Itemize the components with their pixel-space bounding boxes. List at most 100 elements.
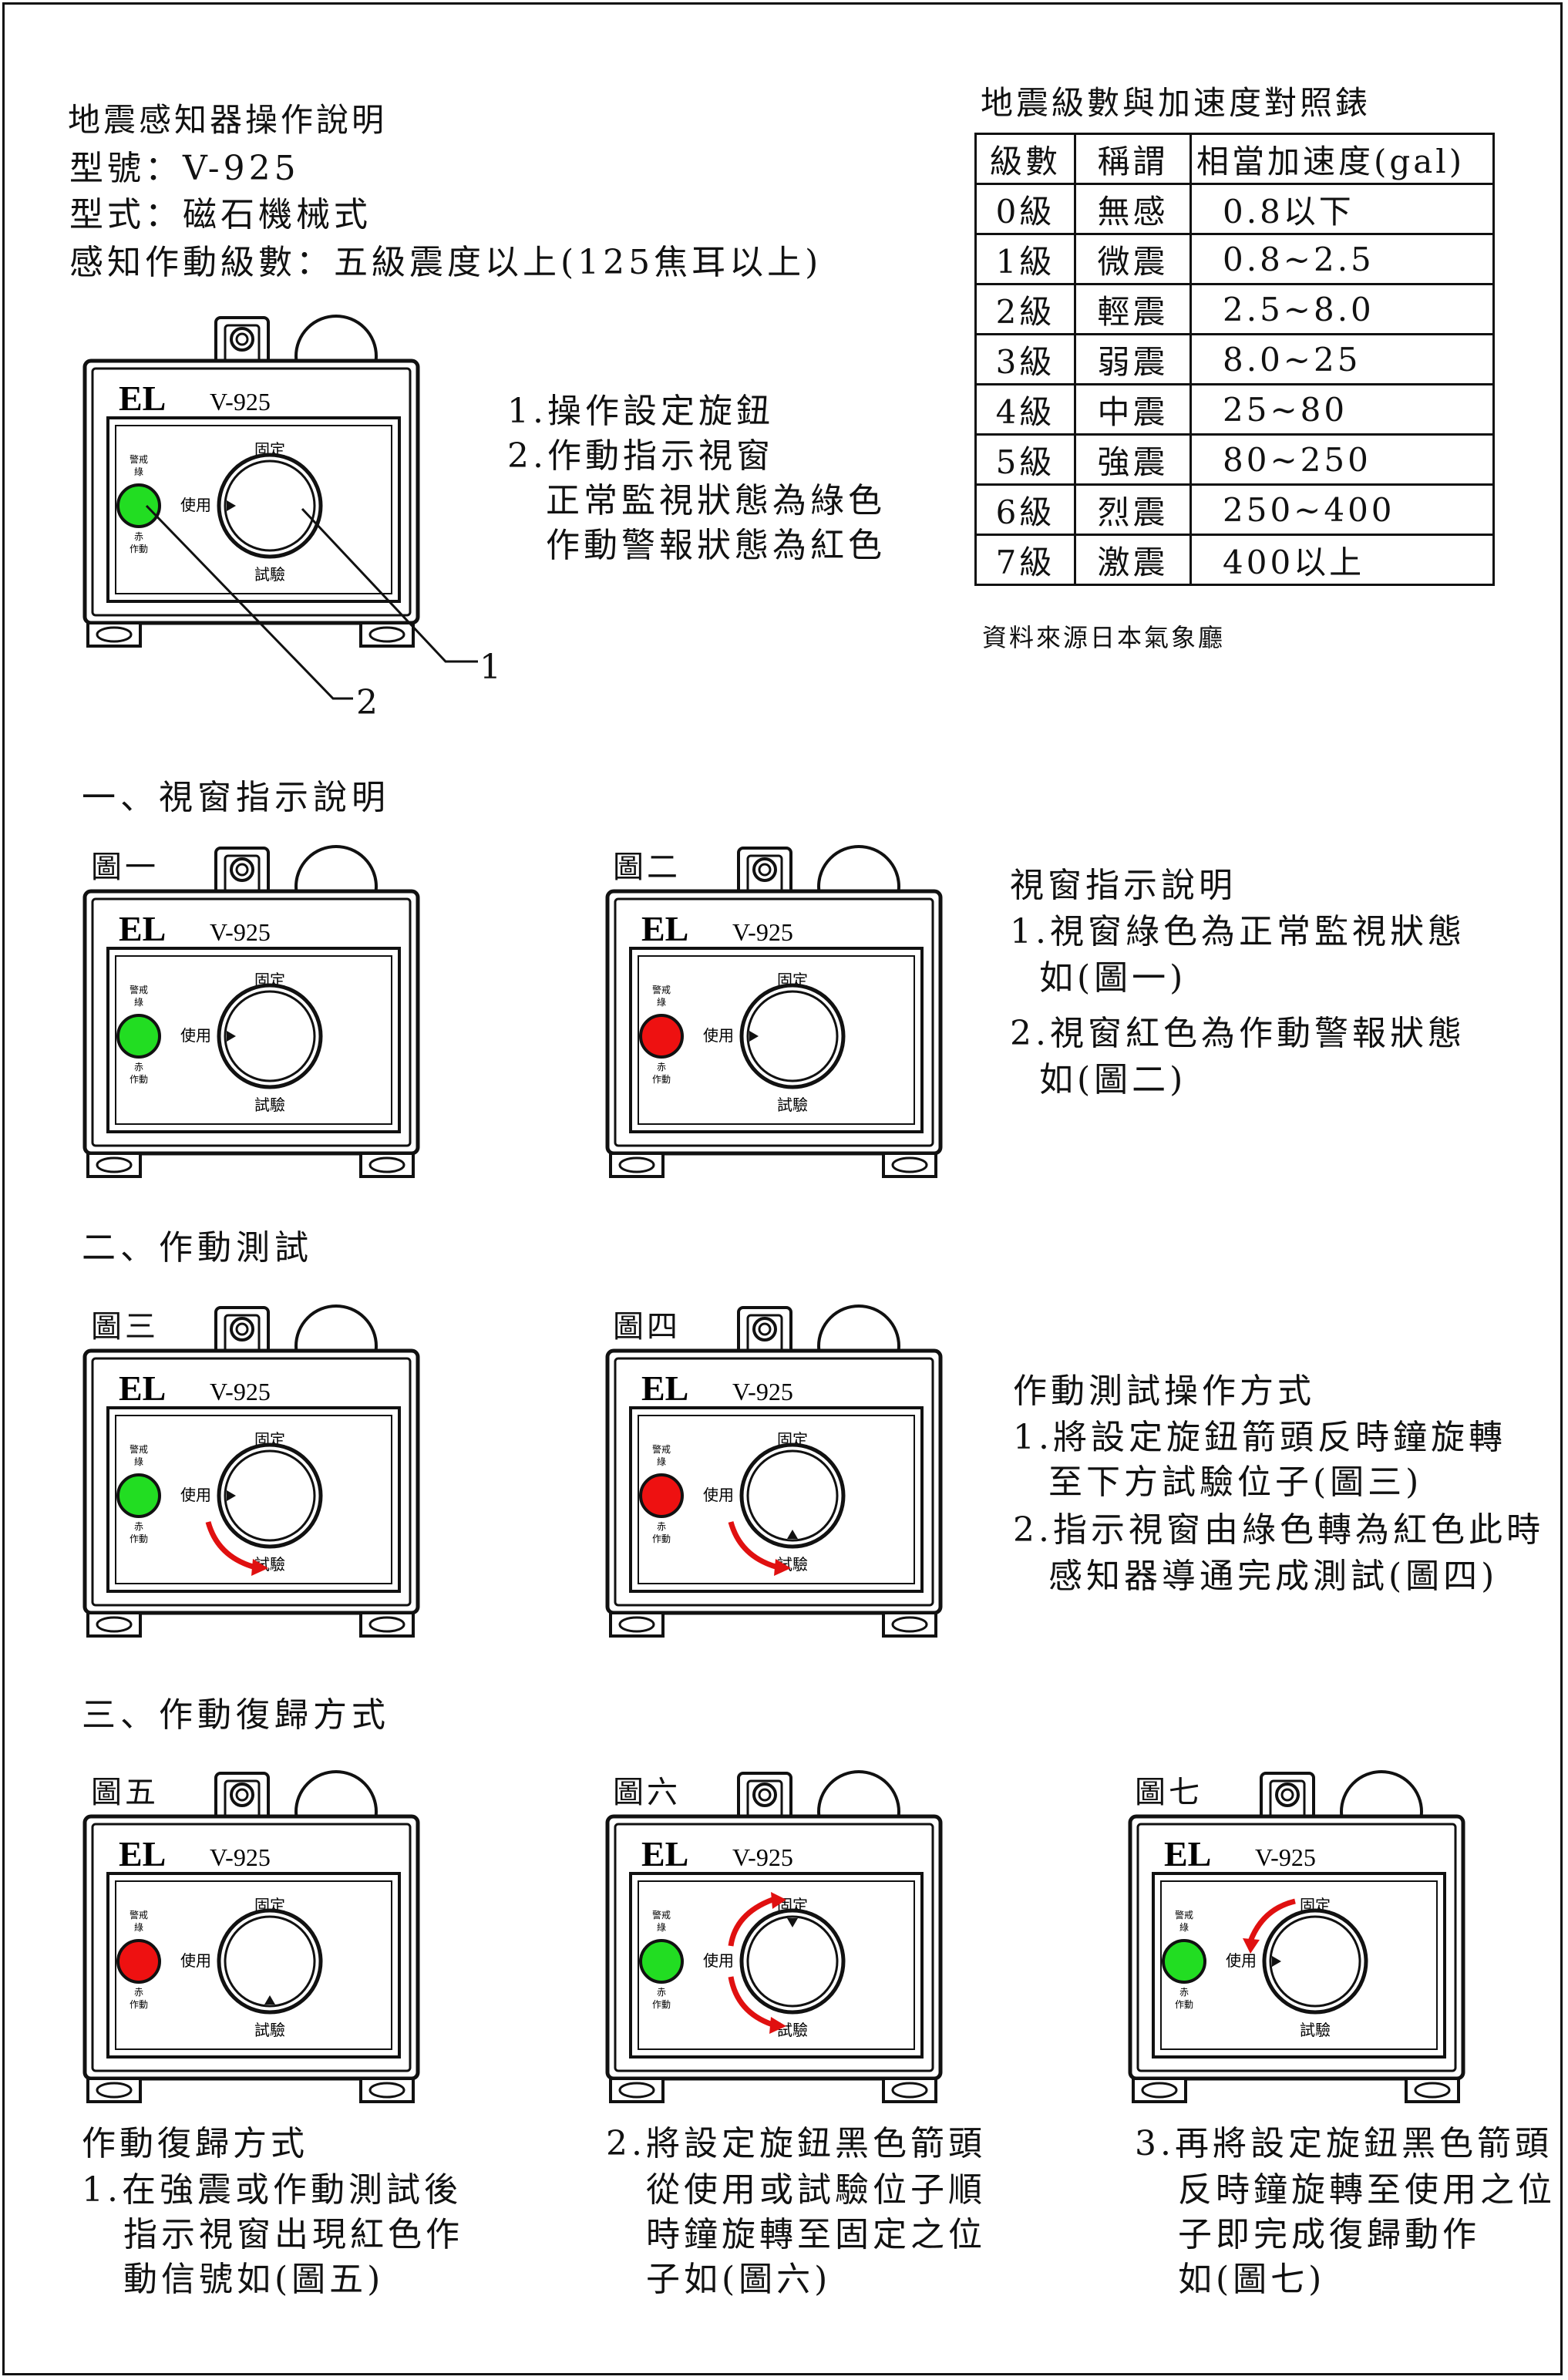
sec3-desc6-3: 時鐘旋轉至固定之位 (646, 2215, 986, 2254)
dial-label-test: 試驗 (777, 1096, 808, 1114)
dial-label-use: 使用 (1226, 1951, 1257, 1970)
part-2-label: 2.作動指示視窗 (507, 436, 774, 476)
foot-right-hole-icon (891, 1156, 928, 1173)
indicator-top-label-2: 綠 (134, 997, 143, 1008)
indicator-window (1162, 1939, 1206, 1984)
indicator-bottom-label: 赤 (657, 1062, 666, 1072)
sec3-desc5-1: 1.在強震或作動測試後 (82, 2170, 462, 2210)
indicator-bottom-label-2: 作動 (130, 1999, 148, 2010)
indicator-top-label-2: 綠 (134, 1922, 143, 1933)
sec3-desc5-title: 作動復歸方式 (82, 2124, 308, 2163)
sec1-desc-1: 1.視窗綠色為正常監視狀態 (1010, 912, 1465, 951)
dial-label-use: 使用 (180, 1951, 211, 1970)
dial-knob-inner (224, 460, 316, 552)
cell-accel: 0.8~2.5 (1189, 233, 1495, 285)
sec3-desc7-1: 3.再將設定旋鈕黑色箭頭 (1135, 2124, 1553, 2163)
indicator-top-label-2: 綠 (657, 1922, 666, 1933)
indicator-top-label-2: 綠 (1179, 1922, 1189, 1933)
sec1-desc-2b: 如(圖二) (1039, 1060, 1187, 1099)
indicator-bottom-label-2: 作動 (130, 544, 148, 554)
part-1-label: 1.操作設定旋鈕 (507, 392, 774, 431)
dial-pointer-icon (787, 1918, 798, 1927)
device-fig-6: EL V-925 警戒 綠 赤 作動 固定 使用 試驗 (601, 1767, 956, 2106)
top-mount-hole-inner (235, 1322, 249, 1336)
face-panel-inner (1160, 1880, 1438, 2050)
face-panel-inner (638, 1415, 915, 1584)
dial-label-use: 使用 (703, 1486, 734, 1504)
brand-logo: EL (119, 909, 166, 948)
device-fig-1: EL V-925 警戒 綠 赤 作動 固定 使用 試驗 (79, 842, 433, 1181)
dial-pointer-icon (1272, 1956, 1281, 1967)
brand-logo: EL (1164, 1834, 1211, 1873)
callout-line-2 (145, 504, 353, 700)
indicator-bottom-label-2: 作動 (1175, 1999, 1193, 2010)
cell-level: 3級 (974, 333, 1076, 385)
top-mount-hole-inner (758, 863, 772, 877)
cell-accel: 250~400 (1189, 483, 1495, 536)
sec3-desc5-2: 指示視窗出現紅色作 (123, 2215, 463, 2254)
dial-pointer-icon (787, 1530, 798, 1539)
table-title: 地震級數與加速度對照錶 (981, 84, 1371, 122)
indicator-top-label: 警戒 (130, 984, 148, 995)
foot-right-hole-icon (891, 2082, 928, 2099)
model-label: V-925 (210, 1378, 271, 1405)
sec3-desc7-3: 子即完成復歸動作 (1178, 2215, 1480, 2254)
rotation-arrow-arc (728, 1521, 777, 1570)
table-header-row: 級數 稱謂 相當加速度(gal) (974, 133, 1495, 185)
sec3-desc6-4: 子如(圖六) (646, 2260, 832, 2299)
foot-left-hole-icon (96, 1616, 133, 1633)
device-body-inner (614, 897, 934, 1147)
face-panel-inner (638, 1880, 915, 2050)
dial-pointer-icon (227, 1031, 236, 1042)
rotation-arrowhead-icon (769, 2017, 786, 2034)
callout-1: 1 (479, 648, 501, 687)
col-header-level: 級數 (974, 133, 1076, 185)
device-body-inner (614, 1823, 934, 2072)
rotation-arrows (205, 1521, 268, 1576)
dial-label-test: 試驗 (1300, 2021, 1331, 2039)
dial-label-test: 試驗 (254, 1096, 285, 1114)
brand-logo: EL (641, 1368, 688, 1408)
rotation-arrow-arc (728, 1897, 774, 1947)
cell-level: 1級 (974, 233, 1076, 285)
callout-lines (145, 504, 478, 700)
foot-left-hole-icon (96, 1156, 133, 1173)
indicator-bottom-label-2: 作動 (130, 1074, 148, 1085)
indicator-bottom-label-2: 作動 (652, 1533, 671, 1544)
face-panel-inner (115, 425, 392, 594)
device-fig-2: EL V-925 警戒 綠 赤 作動 固定 使用 試驗 (601, 842, 956, 1181)
indicator-bottom-label-2: 作動 (652, 1074, 671, 1085)
device-main: EL V-925 警戒 綠 赤 作動 固定 使用 試驗 (79, 311, 433, 651)
indicator-top-label: 警戒 (130, 1909, 148, 1920)
sec2-desc-2: 2.指示視窗由綠色轉為紅色此時 (1013, 1510, 1544, 1550)
indicator-window (639, 1014, 684, 1059)
doc-title: 地震感知器操作說明 (68, 101, 388, 139)
cell-name: 無感 (1074, 183, 1192, 235)
cell-level: 7級 (974, 534, 1076, 586)
rotation-arrows (1243, 1898, 1296, 1954)
indicator-top-label-2: 綠 (657, 1456, 666, 1467)
cell-name: 激震 (1074, 534, 1192, 586)
dial-pointer-icon (264, 1995, 275, 2005)
foot-right-hole-icon (368, 1616, 405, 1633)
indicator-top-label-2: 綠 (657, 997, 666, 1008)
foot-left-hole-icon (96, 626, 133, 643)
dial-label-test: 試驗 (254, 2021, 285, 2039)
indicator-window (116, 1014, 161, 1059)
rotation-arrowhead-icon (774, 1559, 791, 1576)
dial-knob-inner (746, 1915, 839, 2008)
part-2-alarm: 作動警報狀態為紅色 (546, 526, 886, 565)
dial-pointer-icon (749, 1031, 759, 1042)
dial-knob-inner (746, 1449, 839, 1542)
device-body-inner (91, 1823, 412, 2072)
sec3-desc6-2: 從使用或試驗位子順 (646, 2170, 986, 2210)
indicator-window (639, 1939, 684, 1984)
table-source: 資料來源日本氣象廳 (982, 623, 1226, 652)
cell-name: 烈震 (1074, 483, 1192, 536)
level-line: 感知作動級數：五級震度以上(125焦耳以上) (69, 243, 823, 282)
